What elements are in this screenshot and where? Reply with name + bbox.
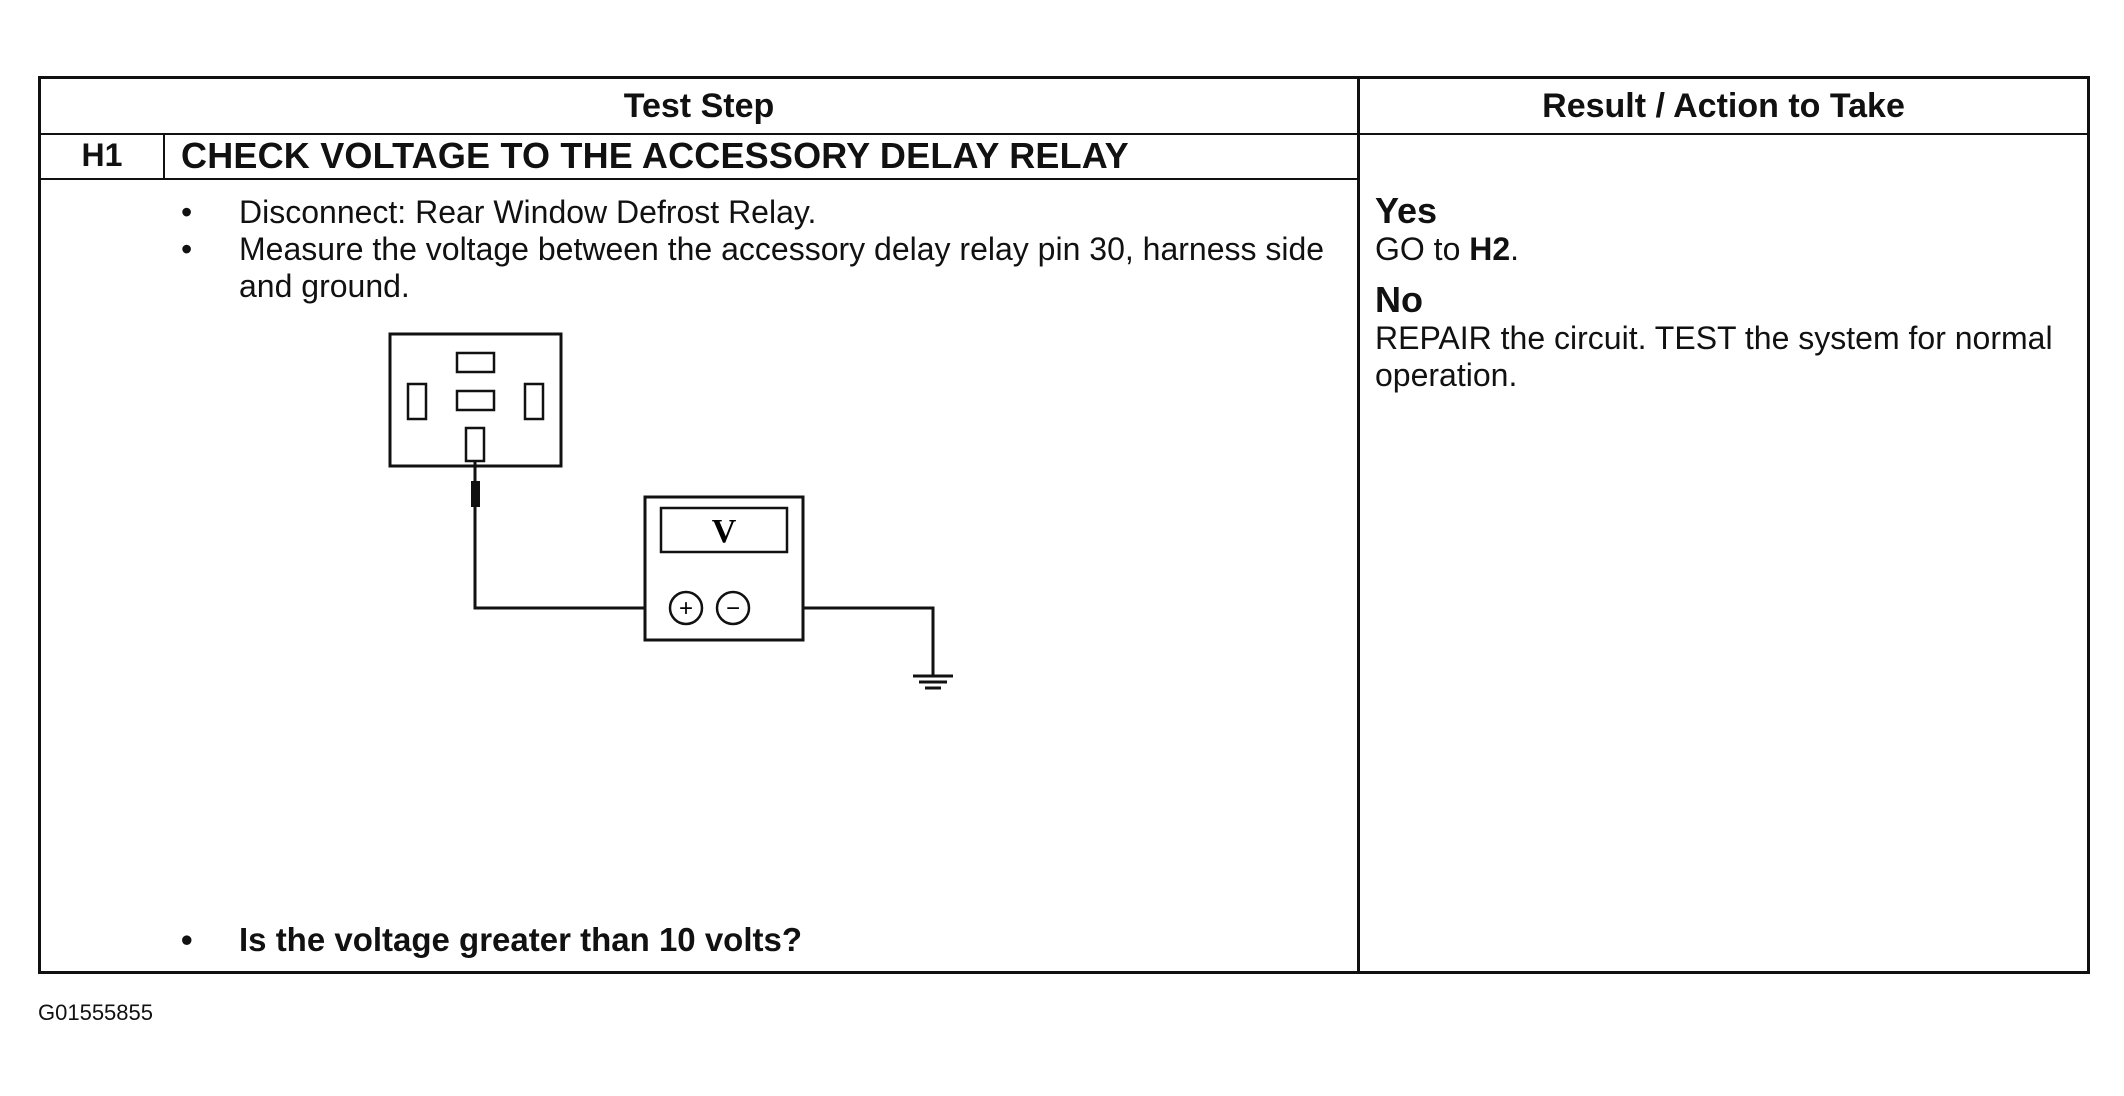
voltmeter-body	[643, 495, 805, 642]
ground-icon	[913, 674, 953, 690]
test-question: • Is the voltage greater than 10 volts?	[181, 921, 802, 959]
ground-lead-wire	[803, 606, 935, 676]
minus-symbol: −	[726, 595, 740, 622]
bullet-marker: •	[181, 194, 193, 230]
plus-symbol: +	[679, 595, 693, 622]
list-item: • Measure the voltage between the access…	[181, 231, 1361, 305]
voltmeter-display	[659, 506, 789, 554]
instruction-text: Measure the voltage between the accessor…	[239, 231, 1325, 304]
instruction-list: • Disconnect: Rear Window Defrost Relay.…	[181, 194, 1361, 305]
header-test-step: Test Step	[623, 86, 775, 125]
column-divider	[1357, 79, 1360, 971]
figure-id: G01555855	[38, 1000, 153, 1025]
relay-pin-top	[455, 351, 496, 374]
relay-pin-center	[455, 389, 496, 412]
header-divider	[41, 133, 2087, 135]
list-item: • Disconnect: Rear Window Defrost Relay.	[181, 194, 1361, 231]
diagnostic-table: Test Step Result / Action to Take H1 CHE…	[38, 76, 2090, 974]
positive-lead-wire	[473, 507, 645, 610]
step-code: H1	[81, 137, 123, 173]
positive-terminal	[668, 590, 704, 626]
result-actions: Yes GO to H2. No REPAIR the circuit. TES…	[1375, 191, 2075, 394]
relay-pin-30	[464, 426, 486, 463]
voltmeter-unit-label: V	[712, 513, 737, 550]
instruction-text: Disconnect: Rear Window Defrost Relay.	[239, 194, 817, 230]
step-title: CHECK VOLTAGE TO THE ACCESSORY DELAY REL…	[181, 134, 1129, 176]
no-action: REPAIR the circuit. TEST the system for …	[1375, 320, 2053, 393]
yes-action-suffix: .	[1510, 231, 1520, 267]
header-result-action: Result / Action to Take	[1542, 86, 1905, 125]
voltmeter-diagram: V + −	[388, 332, 953, 690]
probe-handle	[471, 481, 480, 507]
relay-pin-left	[406, 382, 428, 421]
no-label: No	[1375, 279, 1423, 320]
step-title-divider	[41, 178, 1357, 180]
relay-pin-right	[523, 382, 545, 421]
bullet-marker: •	[181, 921, 193, 958]
negative-terminal	[715, 590, 751, 626]
step-code-divider	[163, 133, 165, 179]
yes-action-prefix: GO to	[1375, 231, 1470, 267]
question-text: Is the voltage greater than 10 volts?	[239, 921, 802, 958]
bullet-marker: •	[181, 231, 193, 267]
yes-action-target: H2	[1469, 231, 1511, 267]
yes-label: Yes	[1375, 190, 1438, 231]
yes-action: GO to H2.	[1375, 231, 2075, 268]
